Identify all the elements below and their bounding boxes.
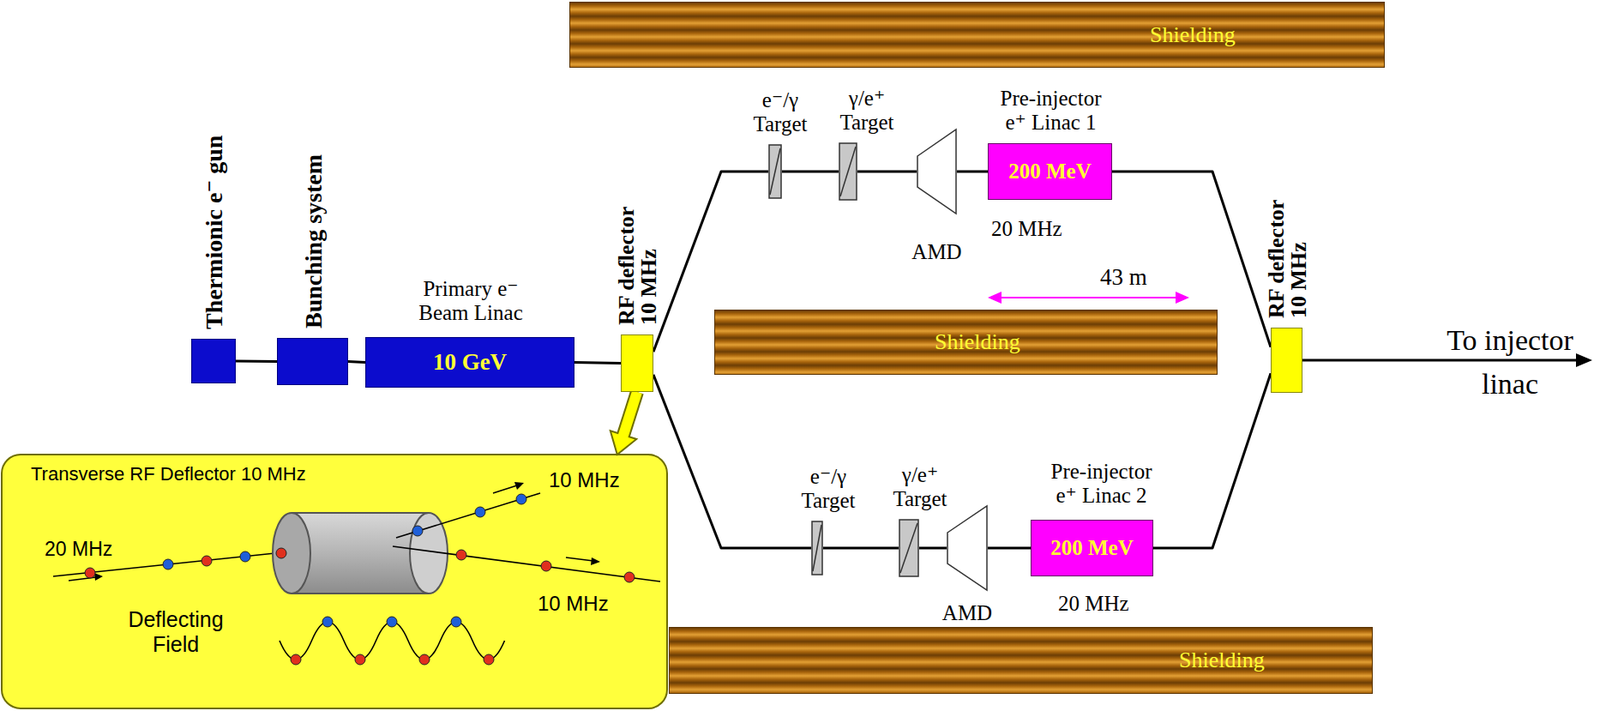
connector-line [348,361,366,363]
beam-arrow-head [514,481,524,490]
node-label: e⁻/γ Target [793,464,863,515]
connector-line [823,547,899,550]
positron-linac: Pre-injector e⁺ Linac 2200 MeV [1030,519,1154,577]
bunching-system: Bunching system [276,337,349,385]
electron-gun: Thermionic e⁻ gun [191,338,236,384]
node-label: e⁻/γ Target [745,88,815,139]
annotation-label: To injector linac [1428,318,1592,406]
deflector-cylinder [291,512,429,594]
output-arrow [1575,353,1593,367]
target: e⁻/γ Target [768,144,782,199]
connector-line [987,547,1031,550]
inset-panel: Transverse RF Deflector 10 MHz [1,454,668,709]
deflector-cylinder [272,512,311,594]
annotation-label: 20 MHz [991,216,1063,242]
connector [574,362,621,364]
beam-arrow-head [94,572,103,581]
connector [348,361,366,363]
node-label: 10 GeV [433,348,507,376]
target: e⁻/γ Target [811,520,824,576]
target-shape [838,142,858,201]
electron-bunches [84,493,635,583]
connector-line [653,374,812,548]
beam-line [396,493,541,538]
connector-line [956,170,988,174]
node-label: Bunching system [299,154,327,329]
node-label: Thermionic e⁻ gun [200,135,229,330]
connector-line [919,547,947,550]
shielding-band: Shielding [569,1,1385,68]
connector [653,374,812,548]
rf-deflector: RF deflector 10 MHz [620,334,654,392]
deflector-cylinder [291,592,429,595]
connector [610,391,638,455]
node-label: Shielding [1149,22,1236,49]
annotation-label: Deflecting Field [120,607,232,657]
output-line [1302,359,1580,362]
node-label: 200 MeV [1050,535,1134,561]
node-label: Pre-injector e⁺ Linac 2 [1043,459,1161,510]
connector [823,547,899,549]
node-label: Shielding [1178,647,1265,674]
dimension-arrow [1175,291,1190,304]
connector [956,171,988,173]
node-label: Pre-injector e⁺ Linac 1 [992,86,1110,137]
node-label: γ/e⁺ Target [885,463,955,513]
connector [919,547,947,549]
beam-arrow-head [590,557,601,566]
annotation-label: 10 MHz [537,591,609,616]
connector-line [857,170,917,174]
deflector-cylinder [291,511,429,514]
node-label: Transverse RF Deflector 10 MHz [30,463,307,485]
primary-linac: Primary e⁻ Beam Linac10 GeV [365,336,575,388]
amd-device: AMD [916,128,957,215]
connector-line [781,170,839,174]
node-label: γ/e⁺ Target [832,86,902,137]
target: γ/e⁺ Target [898,518,920,578]
field-bunches [290,616,494,665]
annotation-label: 43 m [1100,264,1148,291]
target-shape [768,144,782,199]
target-shape [898,518,920,578]
positron-linac: Pre-injector e⁺ Linac 1200 MeV [987,143,1113,200]
amd-shape [916,128,957,215]
beam-arrow [493,485,518,494]
rf-deflector: RF deflector 10 MHz [1270,327,1303,393]
amd-device: AMD [946,505,988,591]
annotation-label: 20 MHz [44,537,113,560]
target-shape [811,520,824,576]
connector [1153,372,1271,548]
field-wave [279,621,506,660]
node-label: Primary e⁻ Beam Linac [415,276,527,327]
dimension-line [994,296,1183,299]
node-label: 200 MeV [1008,159,1092,185]
connector-line [235,360,277,364]
connector [987,547,1031,549]
node-label: RF deflector 10 MHz [615,196,661,325]
connector-line [574,362,621,364]
dimension-arrow [987,291,1002,304]
connector [857,171,917,173]
shielding-band: Shielding [714,309,1218,375]
beam-arrow [565,557,594,561]
connector [781,171,839,173]
node-label: AMD [911,240,962,265]
connector-line [622,391,638,437]
shielding-band: Shielding [668,626,1373,694]
annotation-label: 10 MHz [548,468,620,493]
annotation-label: 20 MHz [1058,591,1130,617]
node-label: RF deflector 10 MHz [1265,189,1311,319]
connector-outline [622,391,638,437]
connector-line [1153,372,1271,548]
beam-line [392,546,661,582]
node-label: Shielding [934,329,1021,355]
inset-panel [1,454,668,709]
target: γ/e⁺ Target [838,142,858,201]
node-label: AMD [942,601,993,626]
amd-shape [946,505,988,591]
connector [235,360,277,363]
